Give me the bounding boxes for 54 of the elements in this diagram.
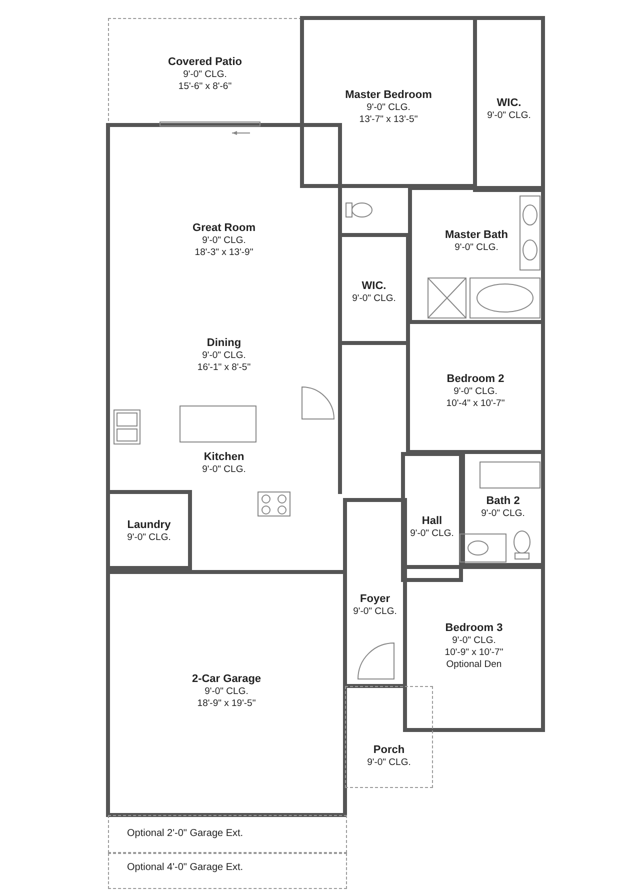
room-outline <box>473 16 545 192</box>
room-name: Dining <box>206 336 242 350</box>
open-plan-area <box>106 330 342 442</box>
open-plan-area <box>106 442 342 494</box>
room-name: Great Room <box>192 221 256 235</box>
room-name: Hall <box>422 514 442 528</box>
ceiling-height: 9'-0" CLG. <box>410 528 454 540</box>
ceiling-height: 9'-0" CLG. <box>366 102 410 114</box>
room-outline <box>106 123 342 330</box>
ceiling-height: 9'-0" CLG. <box>202 464 246 476</box>
room-name: Kitchen <box>204 450 244 464</box>
ceiling-height: 9'-0" CLG. <box>367 757 411 769</box>
room-dimensions: 15'-6" x 8'-6" <box>178 81 232 93</box>
room-note: Optional Den <box>446 659 502 671</box>
ceiling-height: 9'-0" CLG. <box>481 508 525 520</box>
room-dimensions: 10'-9" x 10'-7" <box>444 647 504 659</box>
dashed-area-outline <box>345 686 433 788</box>
room-dimensions: 10'-4" x 10'-7" <box>446 398 505 410</box>
room-name: Foyer <box>360 592 390 606</box>
room-dimensions: 13'-7" x 13'-5" <box>359 114 418 126</box>
room-dimensions: 18'-3" x 13'-9" <box>194 247 254 259</box>
room-name: 2-Car Garage <box>192 672 262 686</box>
ceiling-height: 9'-0" CLG. <box>353 606 397 618</box>
ceiling-height: 9'-0" CLG. <box>452 635 496 647</box>
room-name: Bedroom 2 <box>446 372 504 386</box>
room-outline <box>106 570 347 817</box>
ceiling-height: 9'-0" CLG. <box>454 386 498 398</box>
ceiling-height: 9'-0" CLG. <box>202 235 246 247</box>
room-name: Porch <box>373 743 405 757</box>
area-label: Optional 4'-0" Garage Ext. <box>127 862 244 874</box>
room-name: Master Bath <box>445 228 508 242</box>
area-label: Optional 2'-0" Garage Ext. <box>127 828 244 840</box>
room-name: Bedroom 3 <box>445 621 503 635</box>
dashed-area-outline <box>108 853 347 889</box>
room-dimensions: 16'-1" x 8'-5" <box>197 362 251 374</box>
ceiling-height: 9'-0" CLG. <box>127 532 171 544</box>
ceiling-height: 9'-0" CLG. <box>204 686 248 698</box>
room-outline <box>343 498 407 688</box>
room-name: Bath 2 <box>486 494 520 508</box>
room-outline <box>106 490 192 570</box>
room-name: WIC. <box>496 96 522 110</box>
ceiling-height: 9'-0" CLG. <box>352 293 396 305</box>
room-dimensions: 18'-9" x 19'-5" <box>197 698 256 710</box>
ceiling-height: 9'-0" CLG. <box>487 110 531 122</box>
ceiling-height: 9'-0" CLG. <box>202 350 246 362</box>
room-outline <box>401 452 463 582</box>
dashed-area-outline <box>108 815 347 853</box>
room-name: Covered Patio <box>168 55 242 69</box>
ceiling-height: 9'-0" CLG. <box>183 69 227 81</box>
room-name: Laundry <box>127 518 171 532</box>
ceiling-height: 9'-0" CLG. <box>454 242 498 254</box>
room-name: Master Bedroom <box>345 88 432 102</box>
room-name: WIC. <box>362 279 386 293</box>
room-outline <box>403 565 545 732</box>
